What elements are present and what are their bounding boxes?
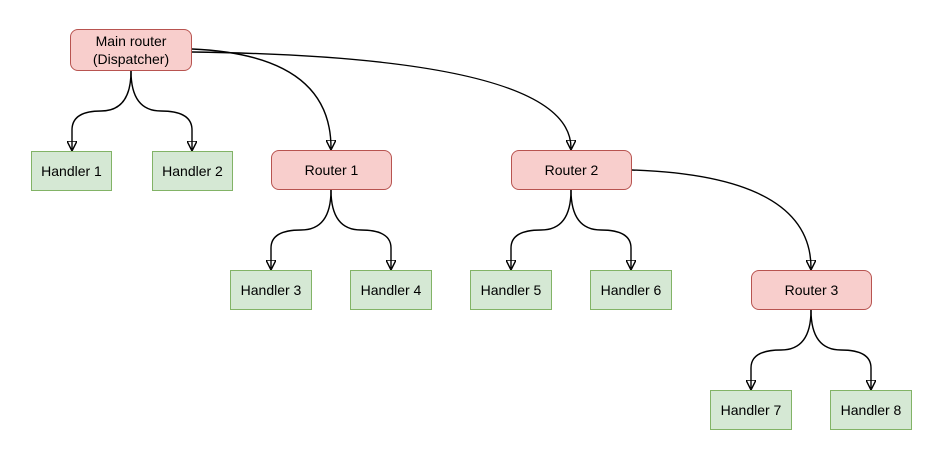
edge-router-1-to-handler-4 [330,189,391,268]
node-handler-4-label: Handler 4 [360,281,422,298]
node-handler-1[interactable]: Handler 1 [31,151,112,191]
node-handler-3-label: Handler 3 [240,281,302,298]
edge-router-3-to-handler-7 [751,309,812,388]
node-router-3[interactable]: Router 3 [751,270,872,310]
edge-router-2-to-router-3 [631,169,811,268]
node-handler-4[interactable]: Handler 4 [350,270,432,310]
edge-main-router-to-handler-1 [72,70,132,149]
node-handler-1-label: Handler 1 [41,162,102,179]
node-handler-2[interactable]: Handler 2 [152,151,233,191]
edge-router-2-to-handler-5 [511,189,572,268]
edge-router-2-to-handler-6 [570,189,631,268]
node-handler-6[interactable]: Handler 6 [590,270,672,310]
edge-main-router-to-router-2 [191,51,571,148]
node-handler-6-label: Handler 6 [600,281,662,298]
node-router-2-label: Router 2 [544,161,599,178]
node-handler-3[interactable]: Handler 3 [230,270,312,310]
node-handler-5[interactable]: Handler 5 [470,270,552,310]
node-handler-5-label: Handler 5 [480,281,542,298]
node-router-1-label: Router 1 [304,161,359,178]
node-handler-8[interactable]: Handler 8 [830,390,912,430]
node-handler-7[interactable]: Handler 7 [710,390,792,430]
node-main-router[interactable]: Main router (Dispatcher) [70,29,192,71]
node-router-1[interactable]: Router 1 [271,150,392,190]
node-router-3-label: Router 3 [784,281,839,298]
node-main-router-label: Main router (Dispatcher) [92,32,170,67]
edge-main-router-to-handler-2 [130,70,192,149]
node-router-2[interactable]: Router 2 [511,150,632,190]
node-handler-2-label: Handler 2 [162,162,223,179]
node-handler-8-label: Handler 8 [840,401,902,418]
edge-router-1-to-handler-3 [271,189,332,268]
edge-main-router-to-router-1 [191,48,331,148]
node-handler-7-label: Handler 7 [720,401,782,418]
edge-router-3-to-handler-8 [810,309,871,388]
